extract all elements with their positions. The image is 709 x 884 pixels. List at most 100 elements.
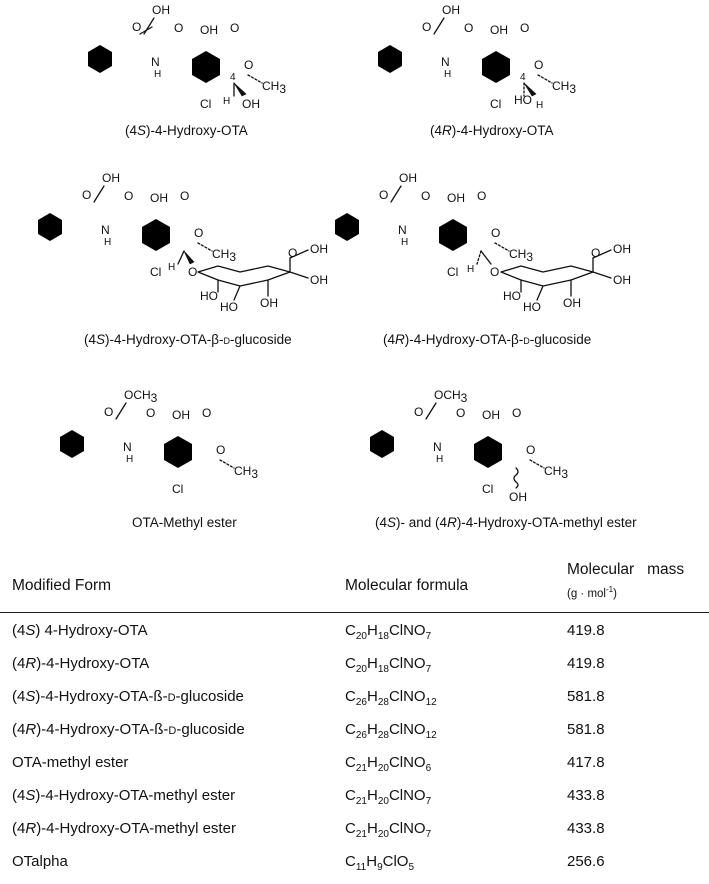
svg-text:O: O xyxy=(188,265,197,279)
formula-element: H xyxy=(366,721,378,738)
svg-text:O: O xyxy=(124,189,133,203)
cell-formula: C11H9ClO5 xyxy=(345,845,414,884)
svg-text:Cl: Cl xyxy=(490,97,501,111)
caption-structure-5: OTA-Methyl ester xyxy=(132,515,237,530)
svg-text:O: O xyxy=(534,58,543,72)
cell-formula: C20H18ClNO7 xyxy=(345,614,431,653)
formula-count: 7 xyxy=(425,796,432,807)
cell-formula: C20H18ClNO7 xyxy=(345,647,431,686)
formula-count: 20 xyxy=(355,664,367,675)
caption-structure-6: (4S)- and (4R)-4-Hydroxy-OTA-methyl este… xyxy=(375,515,637,530)
formula-count: 7 xyxy=(425,664,432,675)
atom-o-amide: O xyxy=(174,21,183,35)
table-row: (4S)-4-Hydroxy-OTA-methyl ester C21H20Cl… xyxy=(0,779,709,812)
formula-count: 26 xyxy=(355,730,367,741)
svg-text:O: O xyxy=(421,189,430,203)
header-molecular-mass: Molecular mass xyxy=(567,561,685,578)
formula-element: ClO xyxy=(382,853,409,870)
cell-mass: 256.6 xyxy=(567,853,605,870)
formula-element: ClNO xyxy=(388,787,426,804)
formula-element: C xyxy=(345,754,356,771)
cell-formula: C21H20ClNO6 xyxy=(345,746,431,785)
svg-text:H: H xyxy=(126,454,133,465)
table-row: OTA-methyl ester C21H20ClNO6 417.8 xyxy=(0,746,709,779)
cell-formula: C21H20ClNO7 xyxy=(345,779,431,818)
svg-text:HO: HO xyxy=(220,300,238,314)
svg-text:CH3: CH3 xyxy=(212,247,236,264)
svg-text:H: H xyxy=(401,237,408,248)
cell-formula: C26H28ClNO12 xyxy=(345,713,437,752)
cell-form: (4R)-4-Hydroxy-OTA xyxy=(12,655,150,672)
formula-count: 7 xyxy=(425,829,432,840)
svg-text:CH3: CH3 xyxy=(234,464,258,481)
cell-mass: 433.8 xyxy=(567,787,605,804)
formula-element: C xyxy=(345,655,356,672)
svg-text:O: O xyxy=(456,406,465,420)
table-header: Modified Form Molecular formula Molecula… xyxy=(0,552,709,612)
formula-element: C xyxy=(345,787,356,804)
svg-text:H: H xyxy=(104,237,111,248)
svg-text:4: 4 xyxy=(520,72,526,83)
svg-text:O: O xyxy=(202,406,211,420)
formula-count: 28 xyxy=(377,730,389,741)
svg-text:OH: OH xyxy=(102,171,120,185)
svg-text:OH: OH xyxy=(150,191,168,205)
formula-count: 5 xyxy=(408,862,415,873)
svg-text:O: O xyxy=(526,443,535,457)
formula-count: 18 xyxy=(377,664,389,675)
formula-count: 21 xyxy=(355,829,367,840)
svg-text:O: O xyxy=(216,443,225,457)
formula-element: H xyxy=(366,622,378,639)
atom-o: O xyxy=(132,20,141,34)
formula-element: ClNO xyxy=(388,721,426,738)
formula-element: C xyxy=(345,853,356,870)
svg-text:O: O xyxy=(422,20,431,34)
table-row: (4S)-4-Hydroxy-OTA-ß-d-glucoside C26H28C… xyxy=(0,680,709,713)
svg-text:CH3: CH3 xyxy=(509,247,533,264)
cell-mass: 417.8 xyxy=(567,754,605,771)
svg-text:CH3: CH3 xyxy=(552,79,576,96)
atom-o-ring: O xyxy=(244,58,253,72)
svg-text:OCH3: OCH3 xyxy=(434,388,468,405)
svg-text:HO: HO xyxy=(523,300,541,314)
svg-text:H: H xyxy=(536,100,543,111)
svg-text:O: O xyxy=(194,226,203,240)
atom-oh-phenol: OH xyxy=(200,23,218,37)
structure-4s-hydroxy-ota: O OH N H O OH Cl O O 4 H OH CH3 xyxy=(88,3,286,111)
header-molecular-formula: Molecular formula xyxy=(345,577,469,594)
svg-text:N: N xyxy=(433,440,442,454)
formula-element: C xyxy=(345,622,356,639)
svg-text:H: H xyxy=(168,262,175,273)
cell-form: (4S)-4-Hydroxy-OTA-methyl ester xyxy=(12,787,236,804)
svg-text:Cl: Cl xyxy=(150,265,161,279)
cell-form: OTA-methyl ester xyxy=(12,754,129,771)
atom-h4: H xyxy=(223,96,230,107)
atom-oh: OH xyxy=(152,3,170,17)
formula-element: ClNO xyxy=(388,754,426,771)
atom-cl: Cl xyxy=(200,97,211,111)
svg-text:Cl: Cl xyxy=(447,265,458,279)
formula-count: 26 xyxy=(355,697,367,708)
svg-text:OH: OH xyxy=(563,296,581,310)
formula-element: ClNO xyxy=(388,820,426,837)
svg-text:O: O xyxy=(490,265,499,279)
svg-text:O: O xyxy=(520,21,529,35)
header-mass-unit: (g · mol-1) xyxy=(567,585,617,600)
header-modified-form: Modified Form xyxy=(12,577,112,594)
formula-element: C xyxy=(345,721,356,738)
atom-locant-4: 4 xyxy=(230,72,236,83)
formula-count: 12 xyxy=(425,730,437,741)
svg-text:O: O xyxy=(146,406,155,420)
svg-text:O: O xyxy=(288,246,297,260)
svg-text:OH: OH xyxy=(482,408,500,422)
formula-element: H xyxy=(366,754,378,771)
svg-text:H: H xyxy=(436,454,443,465)
cell-formula: C21H20ClNO7 xyxy=(345,812,431,851)
formula-count: 20 xyxy=(377,829,389,840)
atom-oh4: OH xyxy=(242,97,260,111)
formula-element: H xyxy=(366,787,378,804)
formula-count: 21 xyxy=(355,796,367,807)
svg-text:O: O xyxy=(477,189,486,203)
cell-mass: 433.8 xyxy=(567,820,605,837)
cell-mass: 581.8 xyxy=(567,688,605,705)
